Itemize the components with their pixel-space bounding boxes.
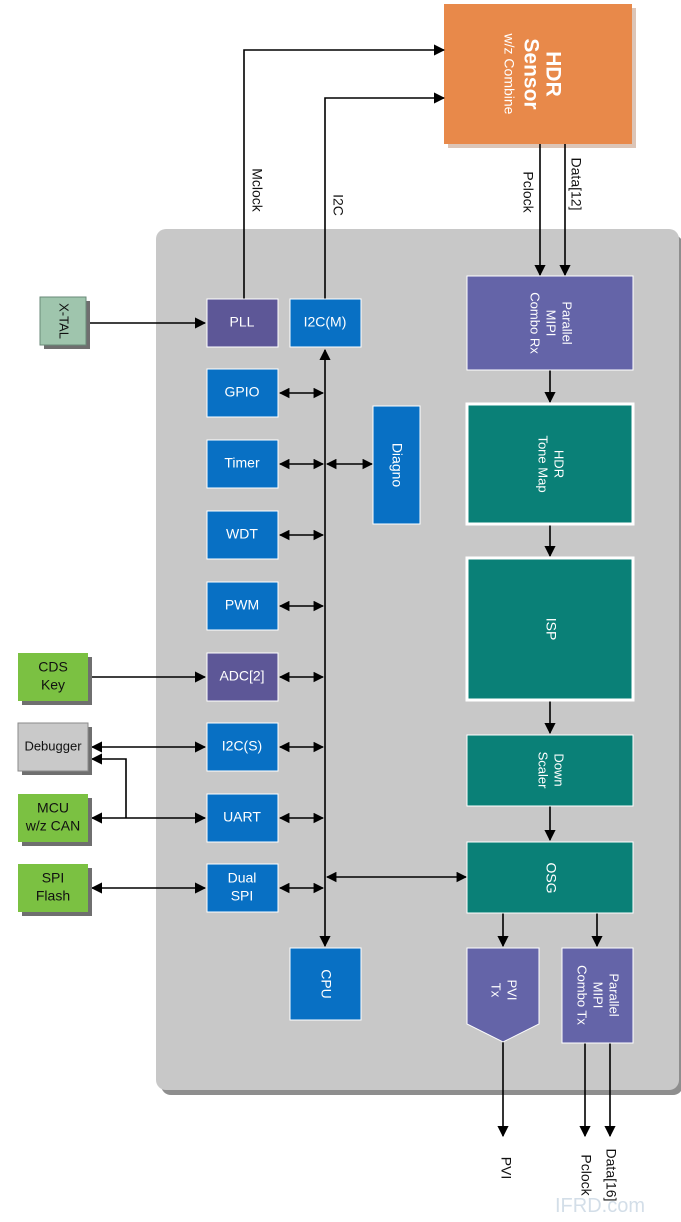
cds-key-block: CDS Key <box>18 653 92 705</box>
osg-label: OSG <box>543 862 559 893</box>
data16-out-label: Data[16] <box>603 1149 619 1202</box>
dual-spi-label-2: SPI <box>231 888 254 904</box>
cds-label-2: Key <box>41 677 65 693</box>
pclock-in-label: Pclock <box>520 171 536 213</box>
sensor-subtitle: w/z Combine <box>501 33 517 115</box>
wdt-block: WDT <box>206 510 279 560</box>
pvi-tx-label-2: Tx <box>489 983 504 998</box>
mclock-wire <box>243 44 446 300</box>
wdt-label: WDT <box>226 526 258 542</box>
tone-map-label-2: Tone Map <box>536 435 551 492</box>
tone-map-label-1: HDR <box>552 450 567 478</box>
combo-tx-block: Parallel MIPI Combo Tx <box>561 947 634 1044</box>
combo-tx-label-2: MIPI <box>591 982 606 1009</box>
i2c-master-label: I2C(M) <box>304 314 347 330</box>
spi-label-1: SPI <box>42 870 65 886</box>
i2c-master-block: I2C(M) <box>289 298 362 348</box>
combo-rx-label-2: MIPI <box>544 310 559 337</box>
uart-block: UART <box>206 793 279 843</box>
scaler-label-2: Scaler <box>536 752 551 790</box>
uart-label: UART <box>223 809 261 825</box>
i2c-signal-label: I2C <box>330 194 346 216</box>
debugger-label: Debugger <box>24 738 82 753</box>
hdr-sensor-block: HDR Sensor w/z Combine <box>444 4 636 148</box>
pclock-out-label: Pclock <box>578 1154 594 1196</box>
combo-rx-label-3: Combo Rx <box>528 292 543 354</box>
mclock-label: Mclock <box>249 168 265 213</box>
pwm-block: PWM <box>206 581 279 631</box>
pvi-tx-block: PVI Tx <box>466 947 540 1043</box>
data12-in-label: Data[12] <box>568 158 584 211</box>
mcu-label-2: w/z CAN <box>25 818 80 834</box>
mcu-block: MCU w/z CAN <box>18 794 92 846</box>
adc-label: ADC[2] <box>219 668 264 684</box>
mcu-debugger-link <box>90 753 127 818</box>
dual-spi-label-1: Dual <box>228 870 257 886</box>
osg-block: OSG <box>466 841 634 914</box>
pll-label: PLL <box>230 314 255 330</box>
cpu-block: CPU <box>289 947 362 1021</box>
xtal-block: X-TAL <box>39 296 90 349</box>
scaler-label-1: Down <box>552 753 567 786</box>
spi-flash-block: SPI Flash <box>18 864 92 916</box>
dual-spi-block: Dual SPI <box>206 863 279 913</box>
i2c-wire <box>324 92 446 300</box>
pll-block: PLL <box>206 298 279 348</box>
combo-tx-label-3: Combo Tx <box>575 965 590 1025</box>
cpu-label: CPU <box>318 969 334 999</box>
combo-rx-block: Parallel MIPI Combo Rx <box>466 275 634 371</box>
diagno-label: Diagno <box>389 443 405 488</box>
pvi-out-label: PVI <box>498 1157 514 1180</box>
spi-label-2: Flash <box>36 888 70 904</box>
watermark: IFRD.com <box>555 1195 645 1217</box>
down-scaler-block: Down Scaler <box>466 734 634 807</box>
timer-label: Timer <box>224 455 260 471</box>
debugger-block: Debugger <box>17 722 92 775</box>
sensor-title-2: Sensor <box>519 38 542 109</box>
tone-map-block: HDR Tone Map <box>465 402 635 526</box>
i2c-slave-label: I2C(S) <box>222 738 262 754</box>
mcu-label-1: MCU <box>37 800 69 816</box>
gpio-label: GPIO <box>224 384 259 400</box>
sensor-title-1: HDR <box>541 51 564 97</box>
combo-rx-label-1: Parallel <box>560 301 575 344</box>
pwm-label: PWM <box>225 597 259 613</box>
cds-label-1: CDS <box>38 659 68 675</box>
combo-tx-label-1: Parallel <box>607 973 622 1016</box>
timer-block: Timer <box>206 439 279 489</box>
xtal-label: X-TAL <box>57 303 72 339</box>
isp-block: ISP <box>465 556 635 702</box>
i2c-slave-block: I2C(S) <box>206 722 279 772</box>
adc-block: ADC[2] <box>206 652 279 702</box>
isp-label: ISP <box>543 618 559 641</box>
gpio-block: GPIO <box>206 368 279 418</box>
pvi-tx-label-1: PVI <box>505 980 520 1001</box>
diagno-block: Diagno <box>372 405 421 525</box>
